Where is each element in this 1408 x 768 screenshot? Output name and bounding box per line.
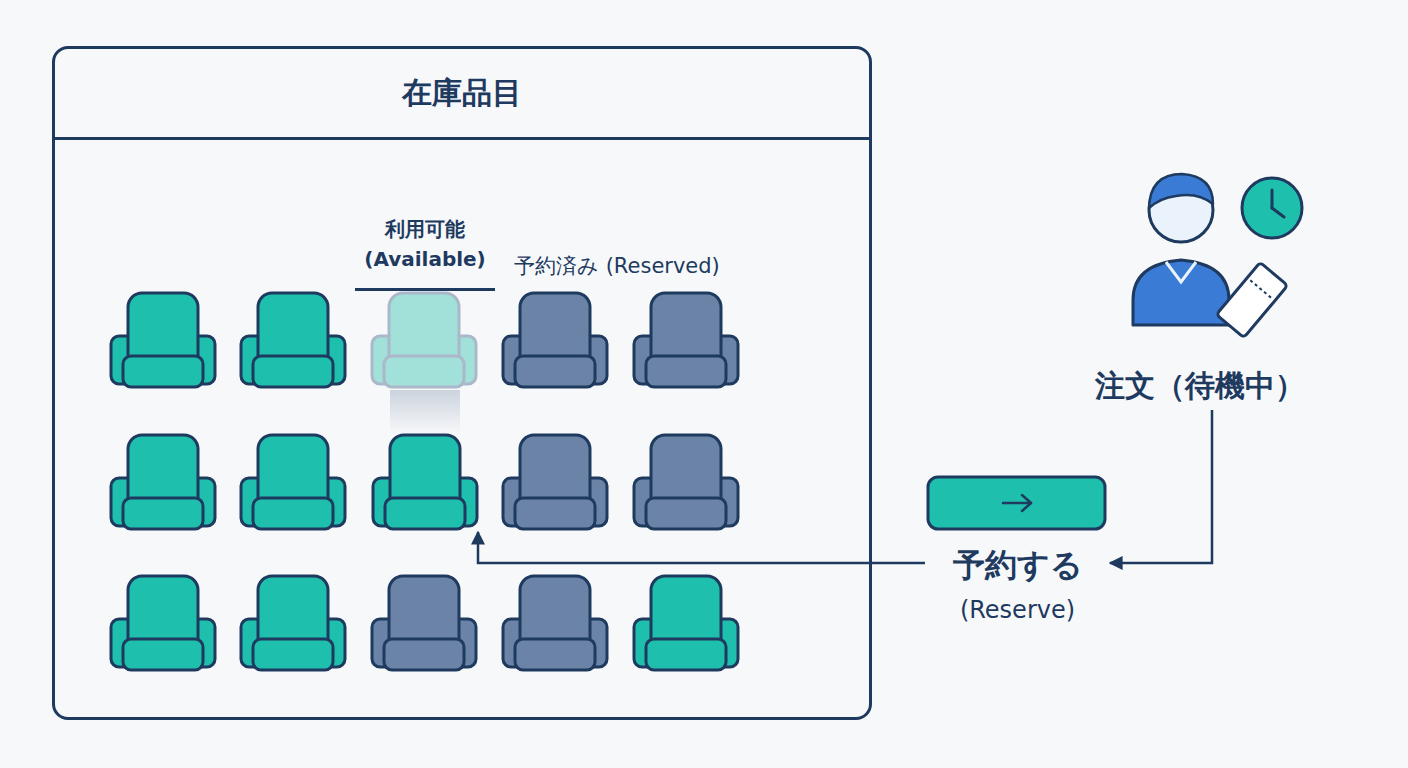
inventory-box: 在庫品目利用可能 (Available) (52, 46, 872, 720)
reserved-seat (372, 576, 476, 670)
seat-icon (111, 435, 215, 529)
person-body (1133, 260, 1229, 325)
reserved-seat (503, 293, 607, 387)
person-collar (1166, 262, 1196, 282)
action-label: 予約する (925, 545, 1110, 585)
seat-shape (370, 432, 480, 532)
seat-icon (111, 576, 215, 670)
flow-arrow (478, 532, 925, 563)
flow-arrow (1110, 410, 1212, 563)
status-label: 予約済み (Reserved) (514, 252, 720, 280)
reserve-action: 予約する (Reserve) (925, 475, 1110, 625)
reserved-seat (634, 435, 738, 529)
seat-label: 利用可能 (Available) (355, 200, 495, 291)
seat-icon (111, 293, 215, 387)
reserved-seat (503, 435, 607, 529)
action-label: (Reserve) (925, 595, 1110, 625)
seat-icon (241, 576, 345, 670)
reserved-seat (634, 293, 738, 387)
order-node: 注文（待機中） (1070, 160, 1330, 410)
available-seat: 利用可能 (Available) (370, 432, 480, 532)
ghost-seat (372, 293, 476, 387)
reserved-seat (503, 576, 607, 670)
person-icon (1070, 160, 1330, 360)
box-heading: 在庫品目 (55, 49, 869, 140)
move-trail (390, 390, 460, 434)
seat-icon (241, 435, 345, 529)
ticket-icon (1216, 262, 1287, 337)
seat-icon (634, 576, 738, 670)
seat-icon (241, 293, 345, 387)
clock-icon (1242, 178, 1302, 238)
person-hair (1149, 174, 1213, 208)
reserve-button (925, 475, 1110, 531)
button-shape (928, 477, 1105, 529)
button-arrow (1003, 495, 1031, 511)
order-label: 注文（待機中） (1070, 367, 1330, 405)
seat-icon (373, 435, 477, 529)
